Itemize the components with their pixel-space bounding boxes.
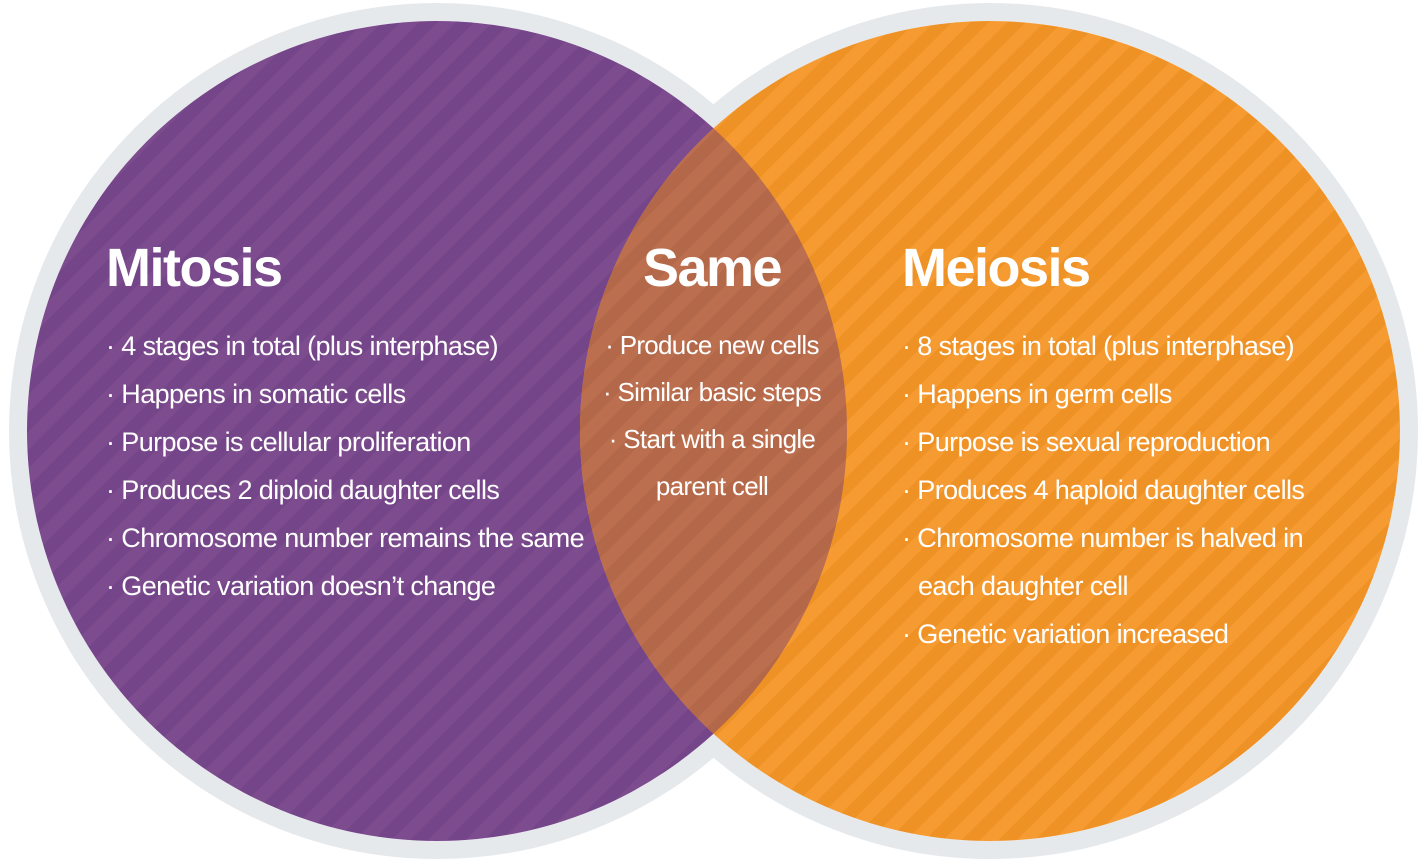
list-item: Produce new cells xyxy=(578,322,846,369)
meiosis-title: Meiosis xyxy=(902,238,1091,298)
meiosis-list: 8 stages in total (plus interphase)Happe… xyxy=(902,322,1354,658)
list-item: Start with a single parent cell xyxy=(578,416,846,510)
list-item: Genetic variation doesn’t change xyxy=(106,562,636,610)
same-panel: Same Produce new cellsSimilar basic step… xyxy=(578,238,846,510)
list-item: Similar basic steps xyxy=(578,369,846,416)
list-item: Happens in germ cells xyxy=(902,370,1354,418)
overlap-region xyxy=(580,21,847,841)
mitosis-title: Mitosis xyxy=(106,238,283,298)
list-item: Chromosome number remains the same xyxy=(106,514,636,562)
list-item: Purpose is cellular proliferation xyxy=(106,418,636,466)
list-item: 8 stages in total (plus interphase) xyxy=(902,322,1354,370)
mitosis-list: 4 stages in total (plus interphase)Happe… xyxy=(106,322,636,610)
list-item: 4 stages in total (plus interphase) xyxy=(106,322,636,370)
same-list: Produce new cellsSimilar basic stepsStar… xyxy=(578,322,846,510)
meiosis-panel: Meiosis 8 stages in total (plus interpha… xyxy=(902,238,1354,658)
list-item: Produces 2 diploid daughter cells xyxy=(106,466,636,514)
list-item: Happens in somatic cells xyxy=(106,370,636,418)
list-item: Produces 4 haploid daughter cells xyxy=(902,466,1354,514)
list-item: Genetic variation increased xyxy=(902,610,1354,658)
mitosis-panel: Mitosis 4 stages in total (plus interpha… xyxy=(106,238,636,610)
list-item: Purpose is sexual reproduction xyxy=(902,418,1354,466)
same-title: Same xyxy=(642,238,783,298)
list-item: Chromosome number is halved in each daug… xyxy=(902,514,1354,610)
